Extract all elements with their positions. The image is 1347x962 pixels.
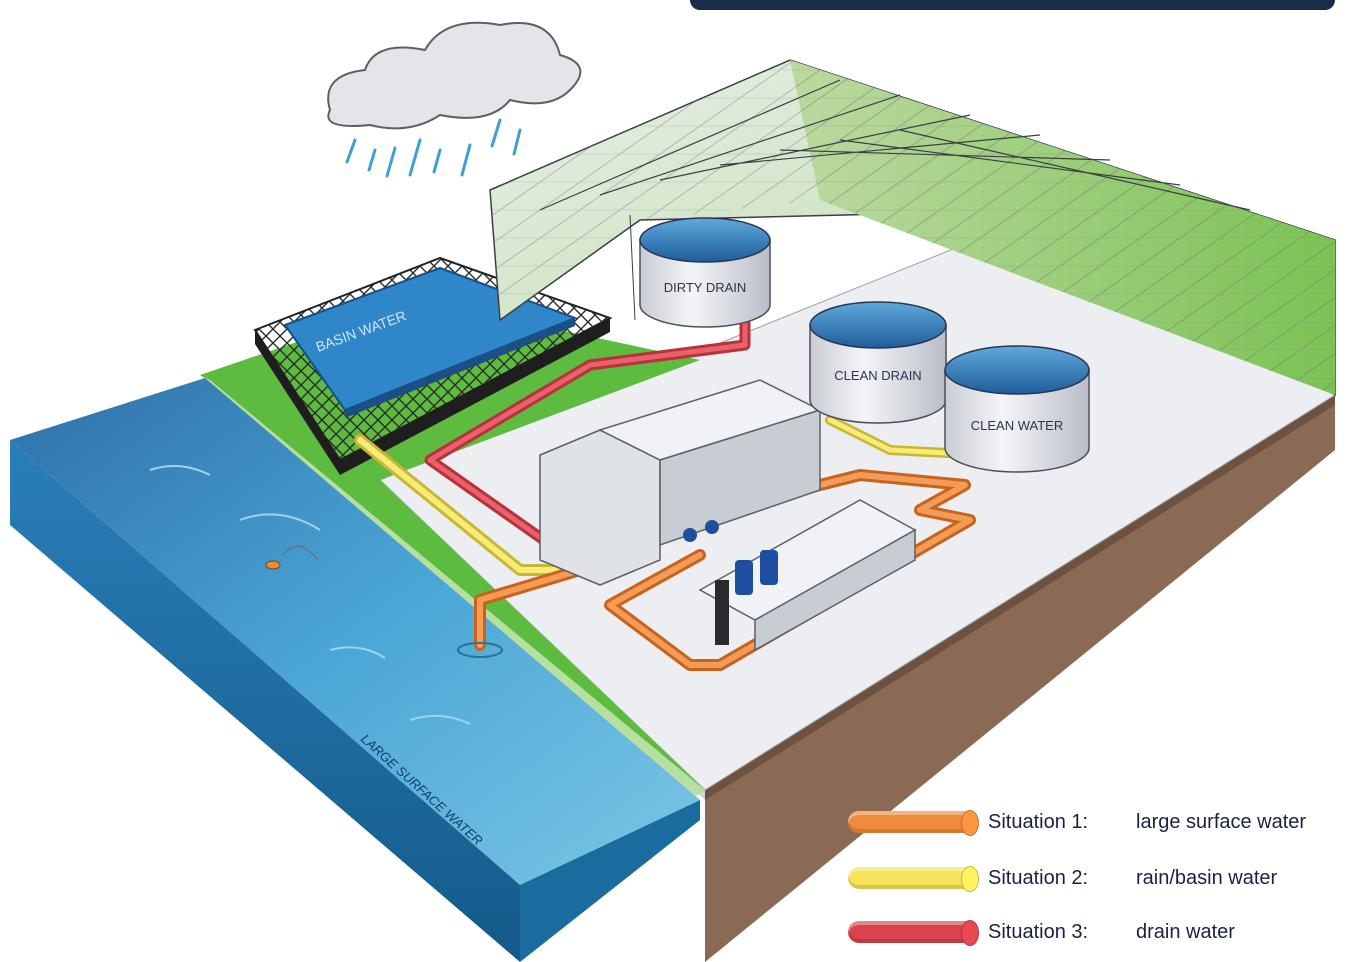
dirty-drain-label: DIRTY DRAIN	[664, 280, 747, 295]
rain-cloud	[327, 21, 582, 178]
tank-clean-drain: CLEAN DRAIN	[809, 301, 947, 424]
pipe-swatch-red	[848, 921, 970, 943]
greenhouse	[489, 59, 1336, 397]
legend-item: Situation 3: drain water	[848, 918, 1235, 946]
clean-water-label: CLEAN WATER	[971, 418, 1063, 433]
legend-situation: Situation 2:	[988, 866, 1089, 889]
fish	[265, 545, 319, 570]
legend-item: Situation 2: rain/basin water	[848, 864, 1277, 892]
legend-description: rain/basin water	[1136, 866, 1278, 889]
pipes	[354, 314, 990, 671]
tank-clean-water: CLEAN WATER	[944, 345, 1090, 473]
header-banner	[690, 0, 1335, 10]
pipe-swatch-orange	[848, 811, 970, 833]
legend-description: large surface water	[1136, 810, 1307, 833]
clean-drain-label: CLEAN DRAIN	[834, 368, 921, 383]
tank-dirty-drain: DIRTY DRAIN	[639, 217, 771, 328]
pipe-swatch-yellow	[848, 867, 970, 889]
treatment-units	[539, 379, 917, 652]
legend-description: drain water	[1136, 920, 1235, 943]
legend-item: Situation 1: large surface water	[848, 808, 1306, 836]
legend-situation: Situation 1:	[988, 810, 1089, 833]
river	[10, 378, 700, 885]
legend-situation: Situation 3:	[988, 920, 1089, 943]
